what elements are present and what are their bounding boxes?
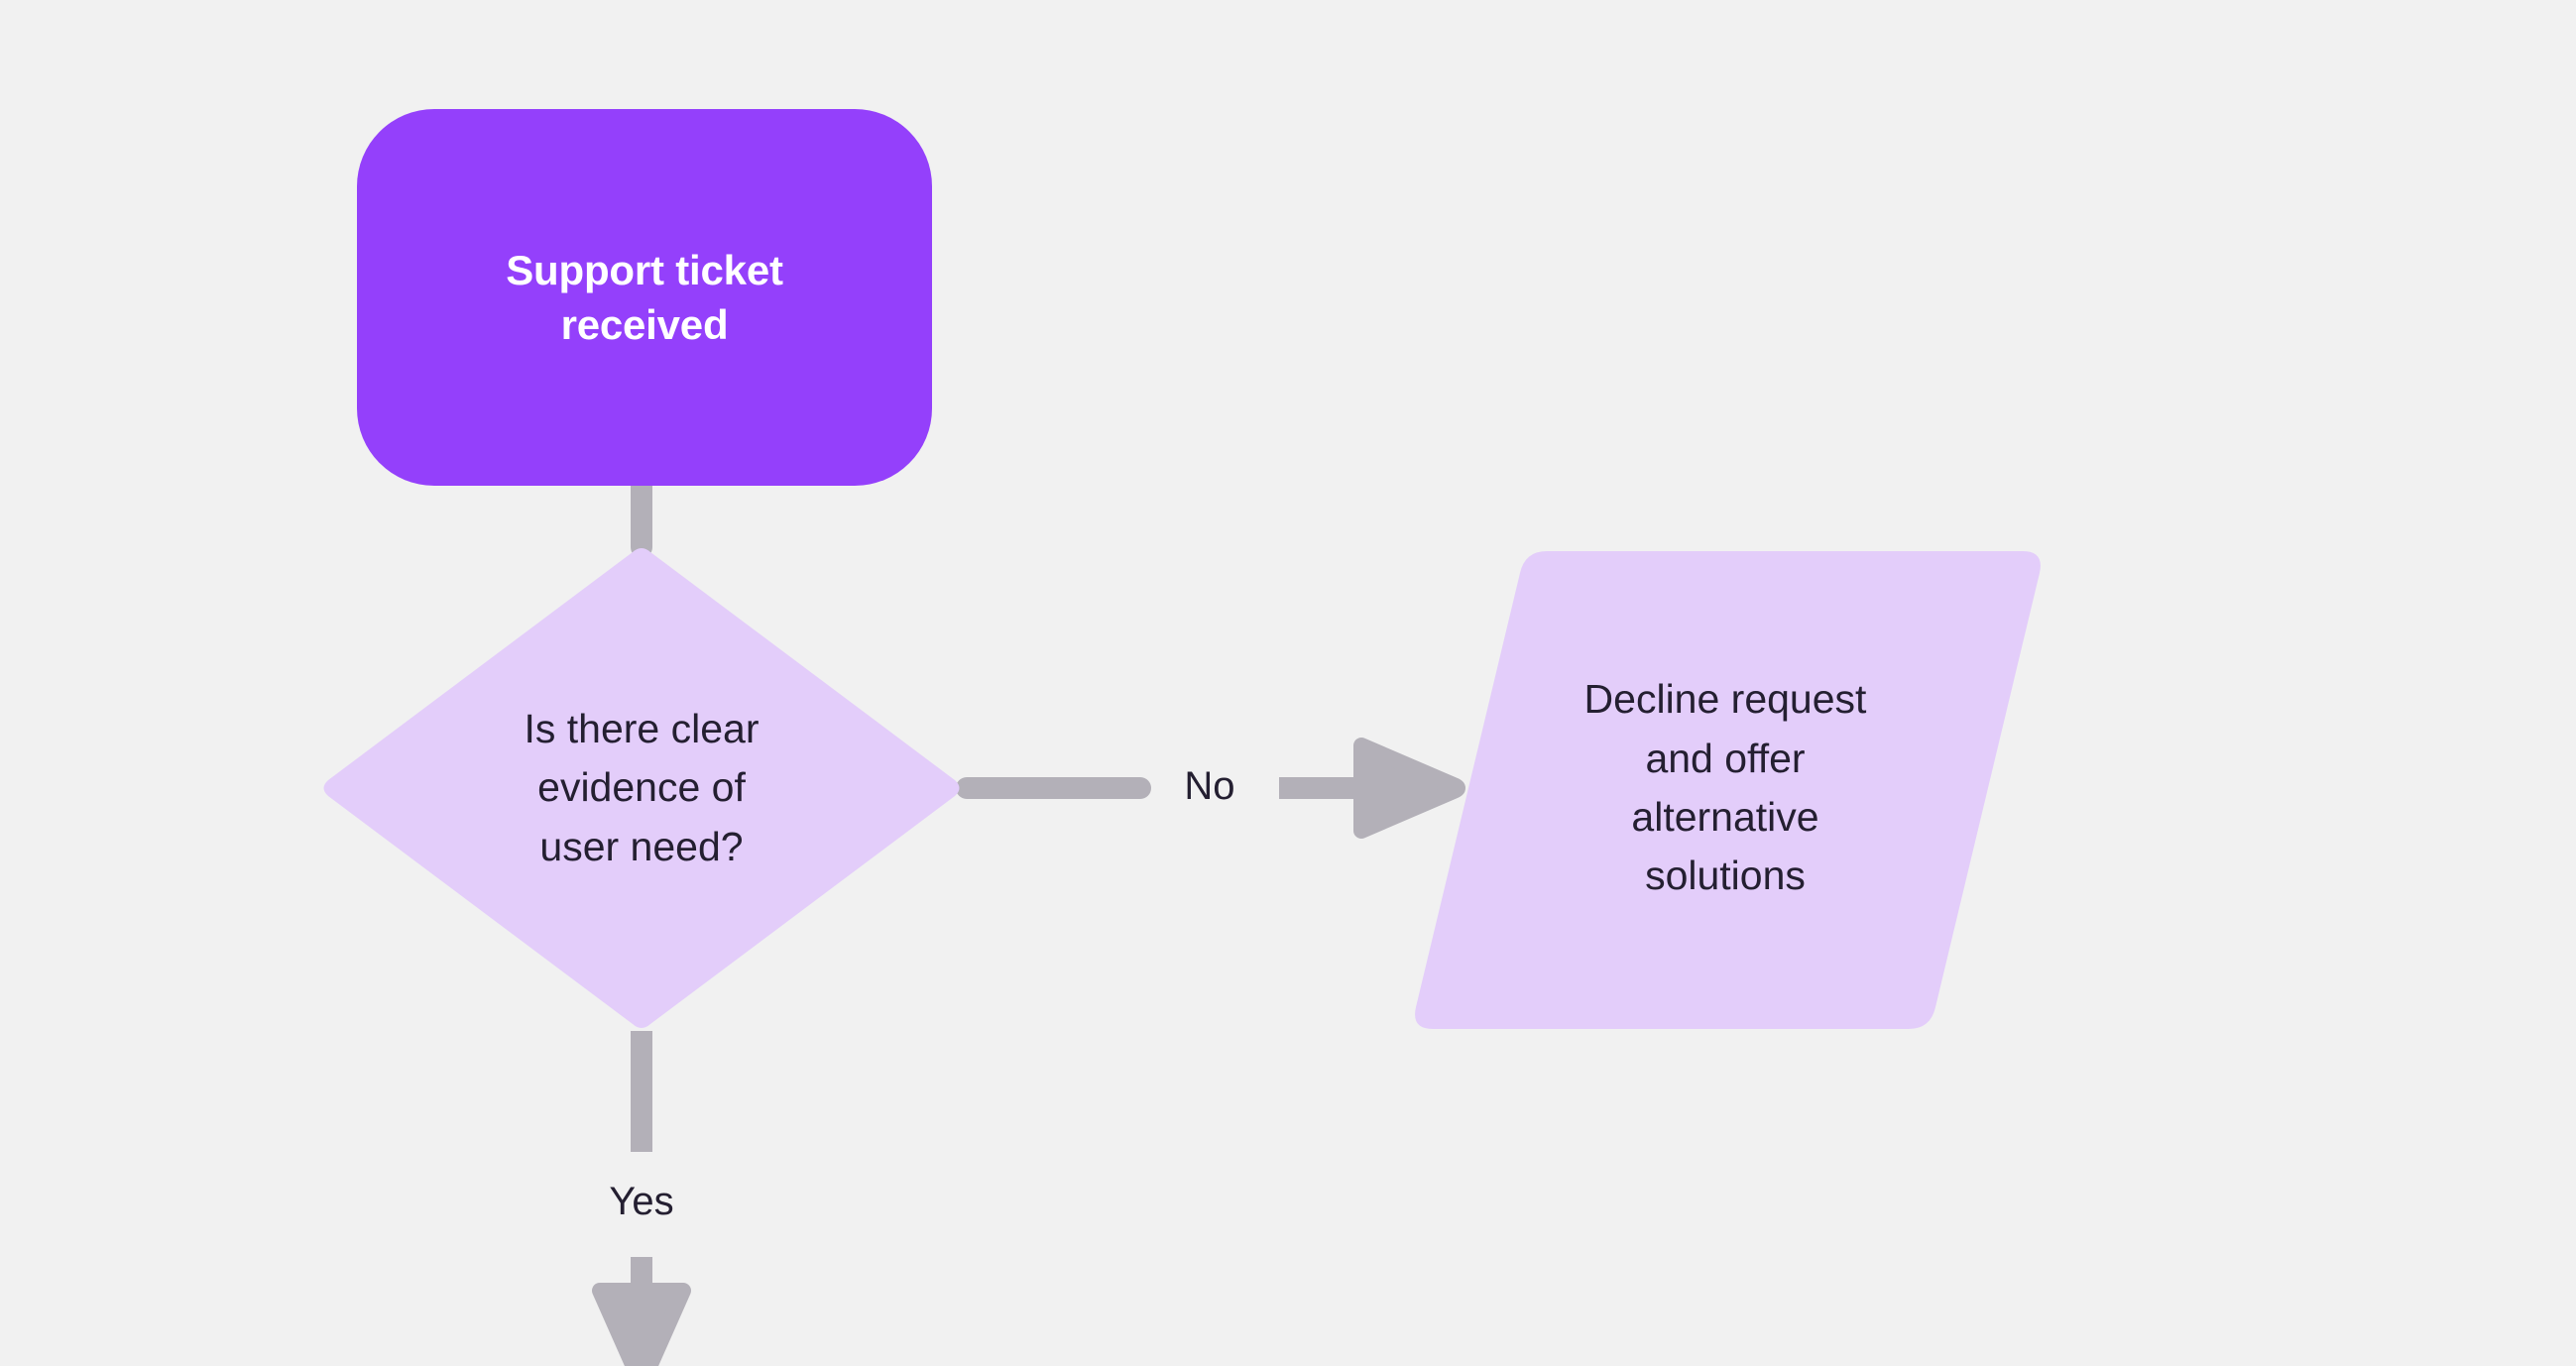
edge-decision-decline[interactable] bbox=[956, 738, 1465, 839]
node-decision-shape[interactable] bbox=[323, 548, 960, 1028]
node-start-shape[interactable] bbox=[357, 109, 932, 486]
edge-decision-yes-arrowhead bbox=[592, 1283, 691, 1366]
node-decline-shape[interactable] bbox=[1415, 551, 2041, 1029]
edge-label-no: No bbox=[1184, 764, 1235, 808]
edge-decision-decline-arrowhead bbox=[1353, 738, 1465, 839]
edge-decision-yes[interactable] bbox=[592, 1031, 691, 1366]
edge-label-yes: Yes bbox=[609, 1180, 674, 1223]
